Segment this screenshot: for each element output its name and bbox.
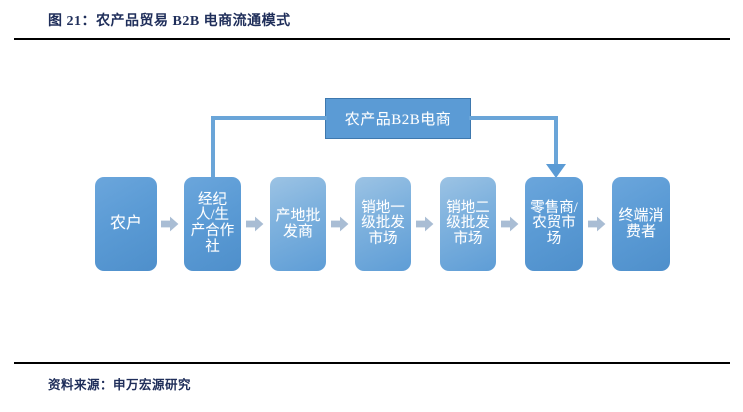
connector-hub-left-vertical [211,116,215,180]
node-origin-wholesaler[interactable]: 产地批发商 [270,177,326,271]
node-b2b-platform[interactable]: 农产品B2B电商 [325,98,471,139]
node-retailer-label: 零售商/农贸市场 [530,199,578,247]
node-farmer-label: 农户 [109,215,142,233]
connector-hub-left-horizontal [211,116,327,120]
node-primary-sales-market[interactable]: 销地一级批发市场 [355,177,411,271]
connector-hub-right-vertical [554,116,558,170]
connector-hub-right-arrowhead [546,164,566,178]
connector-hub-right-horizontal [469,116,558,120]
footer-divider [14,362,730,364]
node-secondary-sales-market[interactable]: 销地二级批发市场 [440,177,496,271]
header-divider [14,38,730,40]
arrow-farmer-to-broker-icon [161,216,179,232]
figure-source: 资料来源：申万宏源研究 [48,378,192,392]
node-end-consumer[interactable]: 终端消费者 [612,177,670,271]
arrow-market1-to-market2-icon [416,216,434,232]
node-farmer[interactable]: 农户 [95,177,157,271]
arrow-broker-to-origin-icon [246,216,264,232]
arrow-retail-to-consumer-icon [588,216,606,232]
flow-diagram: 农产品B2B电商 农户 经纪人/生产合作社 [0,44,743,360]
node-b2b-platform-label: 农产品B2B电商 [344,112,452,128]
node-primary-sales-market-label: 销地一级批发市场 [361,199,405,247]
node-broker[interactable]: 经纪人/生产合作社 [184,177,241,271]
node-broker-label: 经纪人/生产合作社 [190,191,235,255]
arrow-market2-to-retail-icon [501,216,519,232]
node-secondary-sales-market-label: 销地二级批发市场 [446,199,490,247]
arrow-origin-to-market1-icon [331,216,349,232]
node-origin-wholesaler-label: 产地批发商 [275,207,321,240]
node-end-consumer-label: 终端消费者 [618,207,664,240]
node-retailer[interactable]: 零售商/农贸市场 [525,177,583,271]
figure-title: 图 21：农产品贸易 B2B 电商流通模式 [48,14,291,29]
